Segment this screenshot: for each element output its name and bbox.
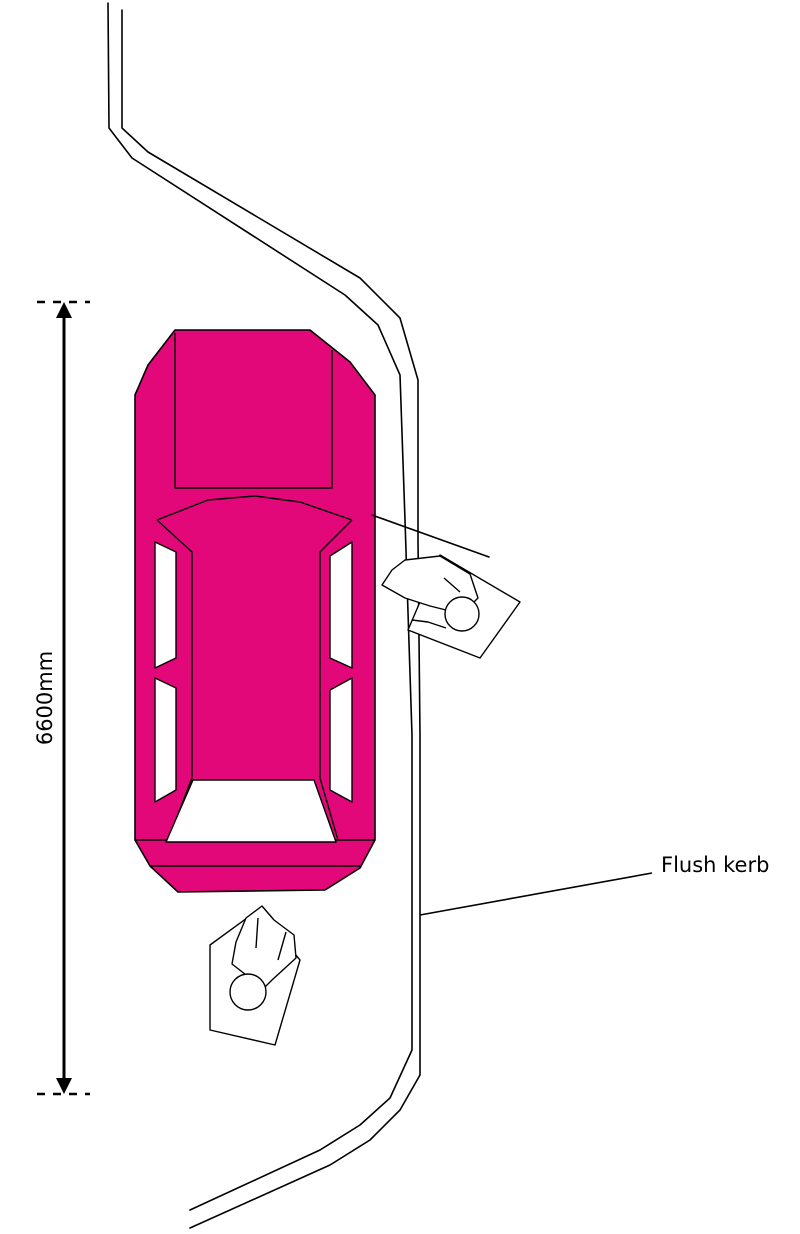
car-window-left-front bbox=[154, 541, 177, 669]
car-window-left-rear bbox=[154, 677, 177, 803]
person-beside-car-head bbox=[444, 596, 480, 632]
car-windscreen-arc bbox=[156, 495, 353, 521]
kerb-inner-line bbox=[107, 2, 413, 1211]
car-body bbox=[134, 329, 376, 893]
callout-label: Flush kerb bbox=[661, 853, 769, 877]
flush-kerb-callout: Flush kerb bbox=[419, 853, 769, 916]
car-window-right-rear bbox=[329, 677, 353, 803]
kerb-outer-line bbox=[121, 9, 421, 1229]
car-rear-lines bbox=[135, 839, 375, 867]
dimension-arrow-top bbox=[56, 302, 72, 318]
person-beside-car-arm-line bbox=[411, 577, 461, 629]
person-behind-car-arm-line bbox=[255, 917, 287, 961]
person-behind-car-head bbox=[229, 973, 267, 1011]
person-beside-car bbox=[381, 554, 521, 659]
dimension-line: 6600mm bbox=[33, 300, 90, 1096]
car bbox=[134, 329, 376, 893]
callout-leader-line bbox=[419, 872, 653, 916]
car-bonnet-lines bbox=[174, 333, 333, 489]
dimension-arrow-bottom bbox=[56, 1078, 72, 1094]
kerb-outline bbox=[107, 2, 421, 1229]
person-behind-car bbox=[209, 905, 301, 1046]
car-rear-window bbox=[165, 779, 337, 843]
open-door-line bbox=[371, 514, 490, 558]
car-window-right-front bbox=[329, 541, 353, 669]
dimension-label: 6600mm bbox=[33, 651, 57, 745]
